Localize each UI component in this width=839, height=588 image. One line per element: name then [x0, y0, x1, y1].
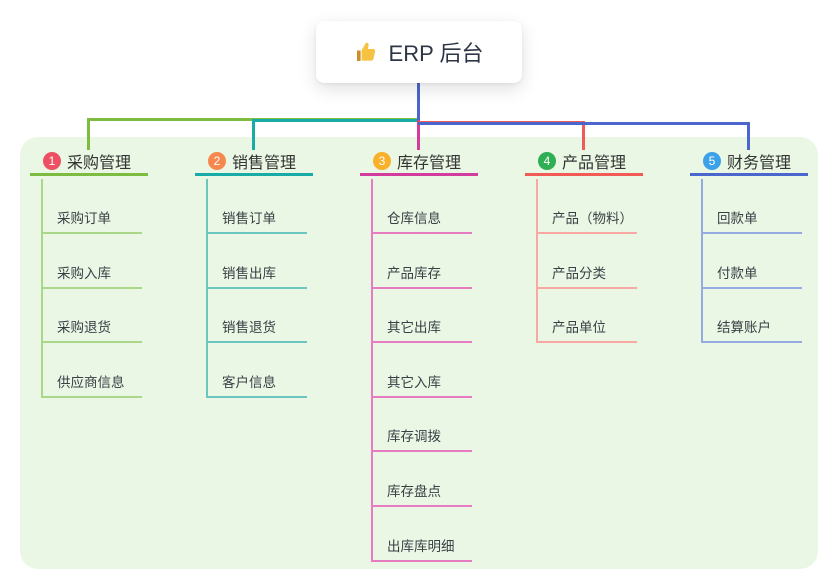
child-item-label: 回款单 — [717, 211, 758, 226]
child-item[interactable]: 付款单 — [701, 257, 802, 289]
child-item[interactable]: 其它入库 — [371, 366, 472, 398]
branch-title-label: 采购管理 — [67, 154, 132, 172]
root-connector-drop — [417, 83, 420, 120]
branch-title-label: 产品管理 — [562, 154, 627, 172]
child-item-label: 销售出库 — [222, 266, 276, 281]
child-item-label: 产品（物料） — [552, 211, 633, 226]
branch-connector-drop — [417, 120, 420, 150]
child-item-label: 客户信息 — [222, 375, 276, 390]
child-item[interactable]: 库存调拨 — [371, 420, 472, 452]
branch-5: 5 财务管理回款单付款单结算账户 — [690, 148, 808, 343]
child-item[interactable]: 销售订单 — [206, 202, 307, 234]
branch-title[interactable]: 5 财务管理 — [690, 148, 808, 176]
child-item[interactable]: 其它出库 — [371, 311, 472, 343]
child-item-label: 付款单 — [717, 266, 758, 281]
branch-number-badge: 1 — [43, 151, 61, 170]
child-item-label: 库存盘点 — [387, 484, 441, 499]
branch-connector-horizontal — [252, 119, 420, 122]
child-item[interactable]: 回款单 — [701, 202, 802, 234]
child-item[interactable]: 产品（物料） — [536, 202, 637, 234]
branches-panel — [20, 137, 818, 569]
child-item-label: 销售退货 — [222, 320, 276, 335]
child-item-label: 采购退货 — [57, 320, 111, 335]
child-item-label: 库存调拨 — [387, 429, 441, 444]
child-item[interactable]: 结算账户 — [701, 311, 802, 343]
child-item-label: 其它出库 — [387, 320, 441, 335]
child-item[interactable]: 库存盘点 — [371, 475, 472, 507]
child-item-label: 出库库明细 — [387, 539, 455, 554]
branch-title[interactable]: 3 库存管理 — [360, 148, 478, 176]
child-item-label: 结算账户 — [717, 320, 771, 335]
branch-number-badge: 5 — [703, 151, 721, 170]
branch-spine-line — [701, 179, 703, 341]
child-item-label: 供应商信息 — [57, 375, 125, 390]
child-item[interactable]: 供应商信息 — [41, 366, 142, 398]
branch-connector-horizontal — [418, 122, 749, 125]
branch-1: 1 采购管理采购订单采购入库采购退货供应商信息 — [30, 148, 148, 398]
branch-spine-line — [371, 179, 373, 560]
branch-connector-drop — [747, 122, 750, 150]
branch-title-label: 销售管理 — [232, 154, 297, 172]
branch-connector-drop — [252, 119, 255, 150]
branch-connector-drop — [87, 118, 90, 150]
child-item[interactable]: 采购订单 — [41, 202, 142, 234]
branch-number-badge: 2 — [208, 151, 226, 170]
child-item[interactable]: 采购退货 — [41, 311, 142, 343]
branch-title-label: 库存管理 — [397, 154, 462, 172]
child-item[interactable]: 产品分类 — [536, 257, 637, 289]
thumbs-up-icon — [356, 42, 375, 61]
branch-connector-drop — [582, 121, 585, 150]
child-item[interactable]: 出库库明细 — [371, 530, 472, 562]
root-node[interactable]: ERP 后台 — [316, 21, 522, 83]
branch-title-label: 财务管理 — [727, 154, 792, 172]
child-item[interactable]: 销售退货 — [206, 311, 307, 343]
child-item[interactable]: 仓库信息 — [371, 202, 472, 234]
branch-4: 4 产品管理产品（物料） 产品分类产品单位 — [525, 148, 643, 343]
child-item-label: 产品单位 — [552, 320, 606, 335]
branch-number-badge: 4 — [538, 151, 556, 170]
child-item[interactable]: 客户信息 — [206, 366, 307, 398]
child-item-label: 产品库存 — [387, 266, 441, 281]
child-item-label: 仓库信息 — [387, 211, 441, 226]
branch-3: 3 库存管理仓库信息产品库存其它出库其它入库库存调拨库存盘点出库库明细 — [360, 148, 478, 562]
child-item[interactable]: 采购入库 — [41, 257, 142, 289]
branch-title[interactable]: 4 产品管理 — [525, 148, 643, 176]
root-label: ERP 后台 — [388, 41, 484, 66]
child-item-label: 其它入库 — [387, 375, 441, 390]
child-item[interactable]: 产品库存 — [371, 257, 472, 289]
child-item[interactable]: 销售出库 — [206, 257, 307, 289]
branch-spine-line — [536, 179, 538, 341]
child-item-label: 采购订单 — [57, 211, 111, 226]
child-item-label: 销售订单 — [222, 211, 276, 226]
branch-title[interactable]: 1 采购管理 — [30, 148, 148, 176]
branch-number-badge: 3 — [373, 151, 391, 170]
child-item[interactable]: 产品单位 — [536, 311, 637, 343]
branch-title[interactable]: 2 销售管理 — [195, 148, 313, 176]
child-item-label: 产品分类 — [552, 266, 606, 281]
branch-2: 2 销售管理销售订单销售出库销售退货客户信息 — [195, 148, 313, 398]
child-item-label: 采购入库 — [57, 266, 111, 281]
